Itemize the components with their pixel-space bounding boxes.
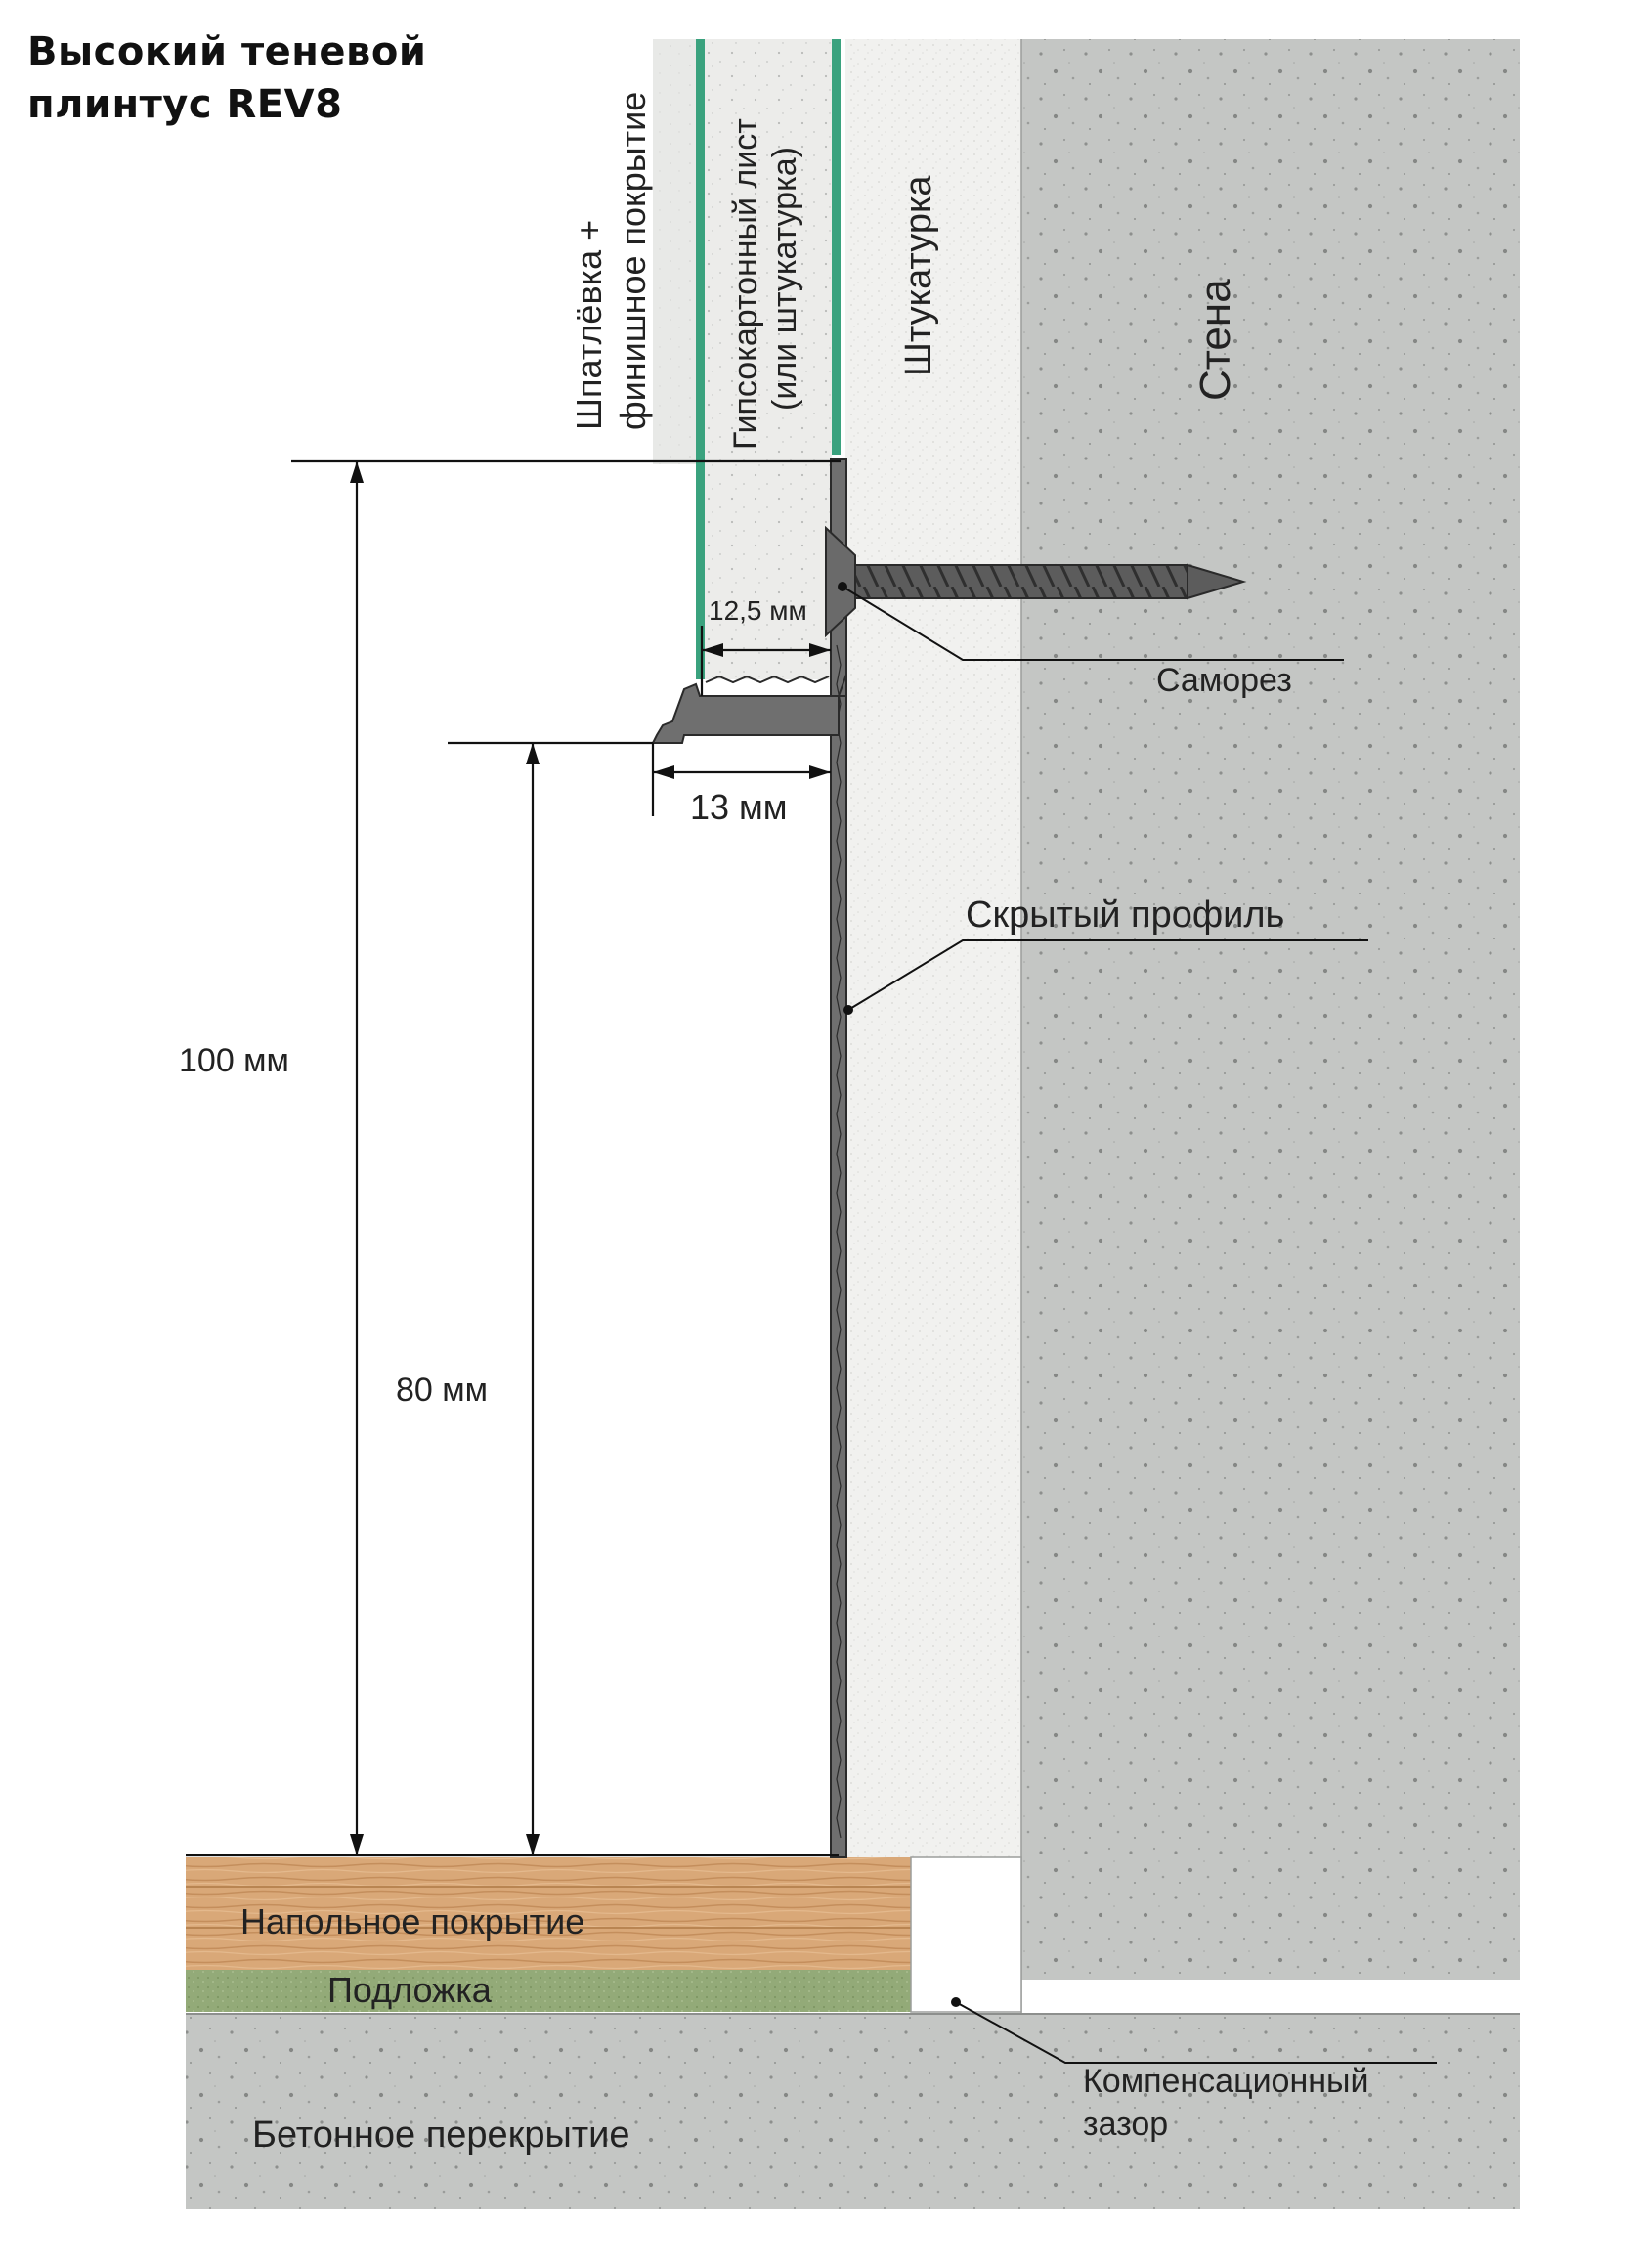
slab-label: Бетонное перекрытие [252,2115,630,2156]
plaster-label: Штукатурка [898,175,939,376]
slab-concrete [186,2014,1520,2209]
flooring-layer [186,1857,911,1970]
hidden-profile-label: Скрытый профиль [966,894,1284,936]
profile-shoulder [651,674,847,744]
page-title: Высокий теневой плинтус REV8 [27,25,426,131]
screw-label: Саморез [1156,662,1292,699]
wall-concrete [1021,39,1520,1980]
underlay-label: Подложка [327,1970,493,2010]
drywall-label-line1: Гипсокартонный лист [727,118,764,450]
drywall-edge-left [696,39,705,679]
wall-label: Стена [1191,279,1239,401]
hidden-profile [651,458,847,1858]
putty-label-line2: финишное покрытие [613,92,653,430]
drywall-sheet [700,39,832,679]
plaster-layer [845,39,1021,1857]
putty-label-line1: Шпатлёвка + [569,220,609,430]
drywall-edge-right [832,39,841,455]
reveal-height-label: 80 мм [396,1372,488,1409]
screw [825,525,1247,638]
page-title-line1: Высокий теневой [27,29,427,74]
total-height-label: 100 мм [179,1042,289,1079]
gap-label-line1: Компенсационный [1083,2063,1368,2100]
gap-label-line2: зазор [1083,2106,1168,2143]
reveal-depth-label: 13 мм [690,787,788,827]
underlay-layer [186,1970,911,2012]
leader-lines [842,586,1437,2064]
expansion-gap [910,1856,1022,2013]
flooring-label: Напольное покрытие [240,1901,584,1941]
dimension-arrowheads [350,461,831,1855]
drywall-label-line2: (или штукатурка) [766,147,803,411]
drywall-thickness-label: 12,5 мм [709,595,807,626]
page-title-line2: плинтус REV8 [27,82,343,127]
putty-layer [653,39,700,464]
dimension-lines [186,459,841,1857]
